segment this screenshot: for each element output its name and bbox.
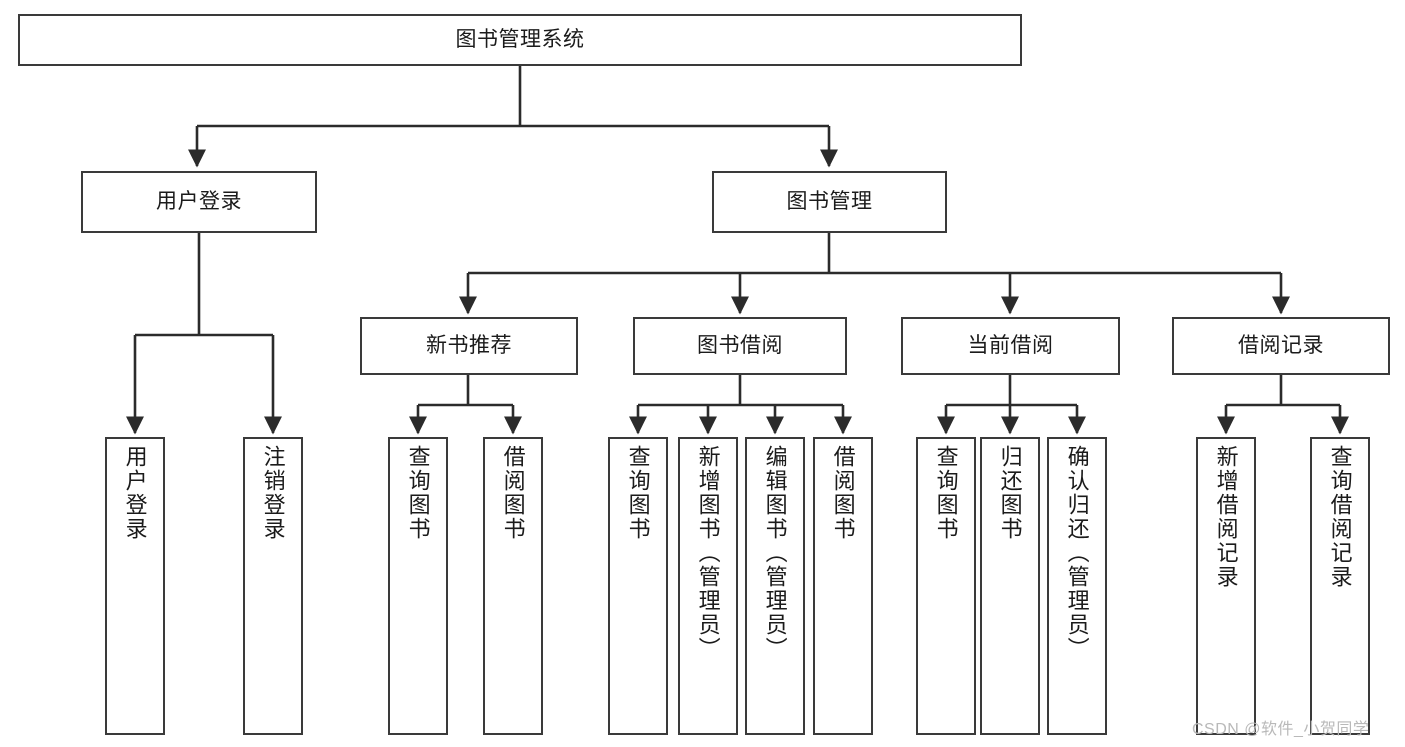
- node-user-login-label: 用户登录: [156, 189, 242, 213]
- node-leaf-return-book[interactable]: 归还图书: [980, 437, 1040, 735]
- node-leaf-user-login[interactable]: 用户登录: [105, 437, 165, 735]
- node-leaf-query-record[interactable]: 查询借阅记录: [1310, 437, 1370, 735]
- node-leaf-rec-borrow-label: 借阅图书: [500, 445, 526, 541]
- node-leaf-add-book[interactable]: 新增图书（管理员）: [678, 437, 738, 735]
- node-leaf-logout[interactable]: 注销登录: [243, 437, 303, 735]
- node-leaf-rec-borrow[interactable]: 借阅图书: [483, 437, 543, 735]
- node-book-manage-label: 图书管理: [786, 189, 873, 213]
- node-leaf-add-record[interactable]: 新增借阅记录: [1196, 437, 1256, 735]
- node-current-borrow[interactable]: 当前借阅: [901, 317, 1120, 375]
- node-leaf-borrow-query[interactable]: 查询图书: [608, 437, 668, 735]
- node-leaf-logout-label: 注销登录: [260, 445, 286, 541]
- node-leaf-rec-query[interactable]: 查询图书: [388, 437, 448, 735]
- node-book-borrow-label: 图书借阅: [697, 333, 783, 357]
- node-borrow-record[interactable]: 借阅记录: [1172, 317, 1390, 375]
- node-borrow-record-label: 借阅记录: [1238, 333, 1324, 357]
- node-leaf-edit-book-label: 编辑图书（管理员）: [762, 445, 788, 661]
- node-leaf-confirm-return[interactable]: 确认归还（管理员）: [1047, 437, 1107, 735]
- node-leaf-add-record-label: 新增借阅记录: [1213, 445, 1239, 589]
- node-book-manage[interactable]: 图书管理: [712, 171, 947, 233]
- node-leaf-cur-query-label: 查询图书: [933, 445, 959, 541]
- node-leaf-borrow-book[interactable]: 借阅图书: [813, 437, 873, 735]
- node-root-label: 图书管理系统: [455, 27, 585, 51]
- node-new-book-rec-label: 新书推荐: [426, 333, 512, 357]
- node-user-login[interactable]: 用户登录: [81, 171, 317, 233]
- node-leaf-user-login-label: 用户登录: [122, 445, 148, 541]
- node-root[interactable]: 图书管理系统: [18, 14, 1022, 66]
- node-leaf-confirm-return-label: 确认归还（管理员）: [1064, 445, 1090, 661]
- node-current-borrow-label: 当前借阅: [967, 333, 1054, 357]
- node-leaf-cur-query[interactable]: 查询图书: [916, 437, 976, 735]
- node-leaf-return-book-label: 归还图书: [997, 445, 1023, 541]
- node-leaf-rec-query-label: 查询图书: [405, 445, 431, 541]
- node-leaf-add-book-label: 新增图书（管理员）: [695, 445, 721, 661]
- node-leaf-edit-book[interactable]: 编辑图书（管理员）: [745, 437, 805, 735]
- node-book-borrow[interactable]: 图书借阅: [633, 317, 847, 375]
- node-leaf-query-record-label: 查询借阅记录: [1327, 445, 1353, 589]
- node-leaf-borrow-query-label: 查询图书: [625, 445, 651, 541]
- node-new-book-rec[interactable]: 新书推荐: [360, 317, 578, 375]
- node-leaf-borrow-book-label: 借阅图书: [830, 445, 856, 541]
